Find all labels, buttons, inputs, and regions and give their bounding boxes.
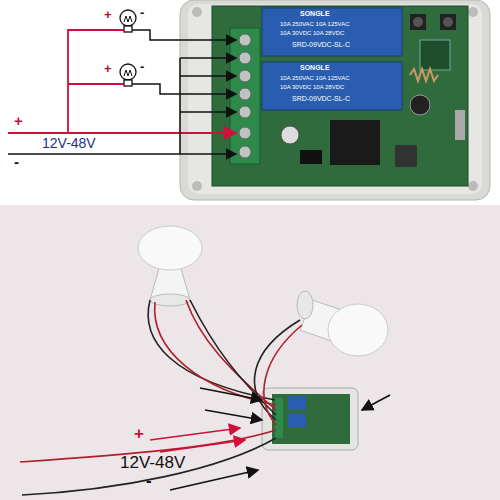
housing-inner (188, 4, 482, 194)
polarity-mark: + (134, 425, 144, 444)
polarity-mark: - (14, 154, 19, 171)
relay-2 (262, 62, 402, 110)
housing (180, 0, 490, 200)
terminal-block (230, 28, 260, 164)
relay-marking: SONGLE (300, 10, 330, 18)
polarity-mark: + (104, 62, 112, 76)
relay-marking: SRD-09VDC-SL-C (292, 95, 350, 103)
polarity-mark: + (14, 113, 23, 130)
relay-marking: 10A 30VDC 10A 28VDC (280, 84, 344, 91)
pcb (212, 6, 468, 186)
polarity-mark: - (140, 60, 144, 74)
relay-marking: 10A 30VDC 10A 28VDC (280, 30, 344, 37)
polarity-mark: + (104, 8, 112, 22)
photo-board (262, 388, 358, 450)
relay-marking: 10A 250VAC 10A 125VAC (280, 21, 350, 28)
relay-1 (262, 8, 402, 56)
photo-background (0, 205, 500, 500)
polarity-mark: - (146, 472, 152, 491)
relay-marking: SRD-09VDC-SL-C (292, 41, 350, 49)
photo-bulb (138, 226, 202, 306)
relay-marking: 10A 250VAC 10A 125VAC (280, 75, 350, 82)
relay-marking: SONGLE (300, 64, 330, 72)
voltage-range: 12V-48V (120, 454, 185, 473)
photo-bulb (297, 291, 388, 356)
polarity-mark: - (140, 6, 144, 20)
voltage-range: 12V-48V (42, 136, 96, 151)
